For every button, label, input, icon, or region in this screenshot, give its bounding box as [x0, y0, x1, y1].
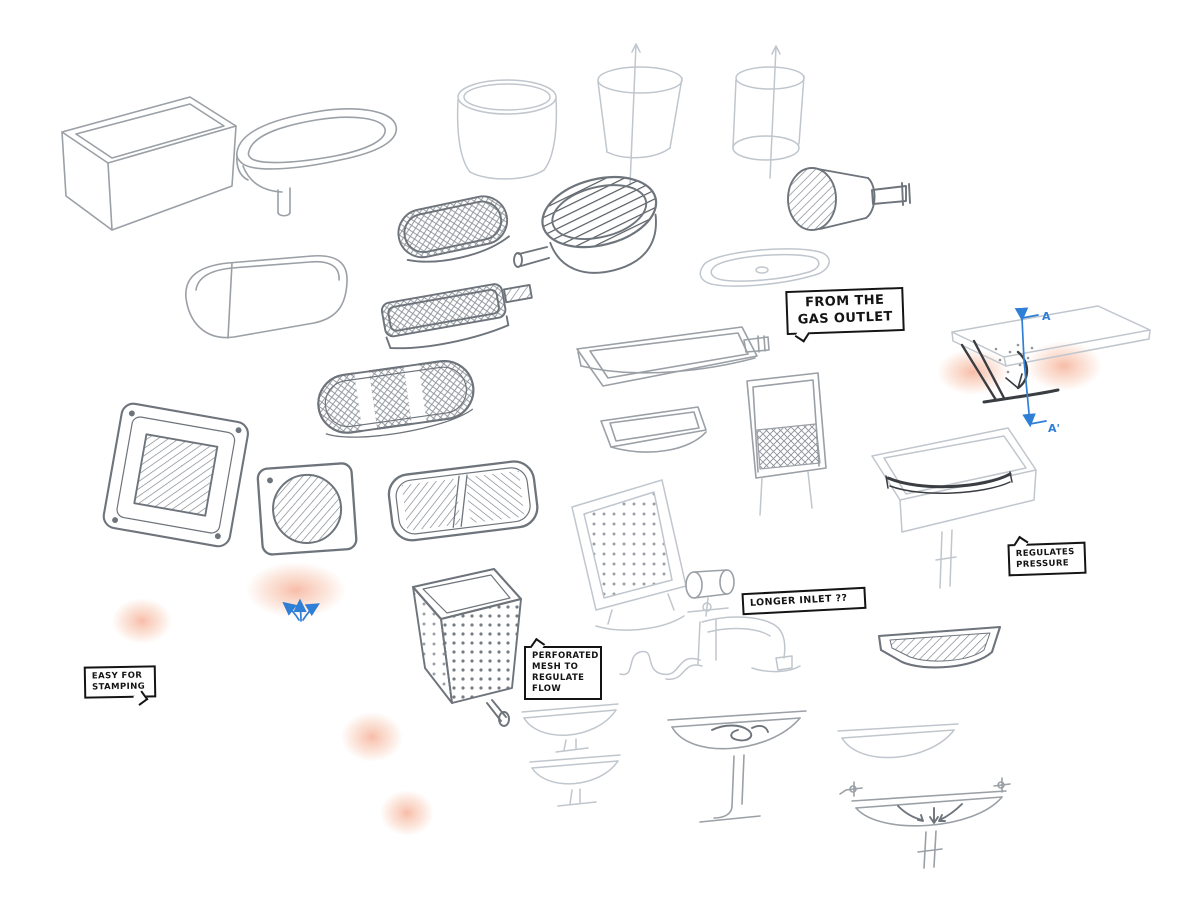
- sketch-oval-mesh-tray: [314, 355, 478, 443]
- callout-perforated-mesh-label: PERFORATED MESH TO REGULATE FLOW: [532, 651, 599, 695]
- sketch-bowl-right: [838, 724, 958, 758]
- sketch-mesh-basin-right: [879, 627, 1000, 667]
- sketch-cylinder-pipe: [788, 168, 910, 230]
- sketch-circle-mesh-panel: [257, 463, 357, 555]
- sketch-table-section: A A': [952, 306, 1150, 435]
- callout-regulates-pressure-label: REGULATES PRESSURE: [1015, 547, 1075, 571]
- section-marker-top: A: [1042, 310, 1051, 323]
- sketch-tapered-cup: [598, 44, 682, 185]
- section-marker-bottom: A': [1048, 422, 1060, 435]
- sketch-rect-tray: [62, 97, 236, 230]
- sketch-square-mesh-panel: [102, 402, 250, 548]
- callout-gas-outlet-label: FROM THE GAS OUTLET: [797, 292, 894, 328]
- sketch-cylinder-axis: [733, 46, 804, 178]
- sketch-vertical-container-mesh: [747, 373, 826, 515]
- sketch-rounded-basin-drain: [237, 109, 397, 216]
- section-line: [1014, 307, 1046, 428]
- gas-sprout-arrows: [282, 598, 320, 621]
- sketch-mesh-basket-oval: [394, 192, 513, 269]
- sketch-cylinder-cup: [458, 80, 557, 179]
- sketch-panel-stand: [572, 480, 686, 630]
- callout-longer-inlet-label: LONGER INLET ??: [749, 592, 848, 609]
- sketch-valve-basin: [840, 778, 1010, 868]
- callout-regulates-pressure: REGULATES PRESSURE: [1007, 535, 1087, 577]
- sketch-striped-cup-handle: [514, 166, 670, 284]
- sketch-pressure-box: [872, 428, 1036, 588]
- sketch-dual-mesh-plate: [387, 459, 540, 542]
- sketch-perforated-box: [413, 569, 521, 726]
- highlight-blobs: [112, 341, 1102, 836]
- sketch-stacked-bowls: [522, 704, 620, 806]
- sketch-swirl-bowl: [668, 711, 806, 822]
- sketch-rounded-container: [186, 256, 347, 338]
- callout-gas-outlet: FROM THE GAS OUTLET: [785, 286, 905, 343]
- sketch-mesh-tray-handle: [381, 278, 537, 353]
- callout-perforated-mesh: PERFORATED MESH TO REGULATE FLOW: [524, 637, 602, 701]
- sketch-faucet-hose: [620, 598, 800, 679]
- sketch-trapezoid-basin-small: [601, 407, 706, 452]
- callout-easy-stamping: EASY FOR STAMPING: [83, 665, 157, 706]
- sketch-trapezoid-basin-fitting: [577, 327, 769, 386]
- callout-easy-stamping-label: EASY FOR STAMPING: [91, 670, 146, 693]
- sketch-basin-faint: [700, 249, 829, 286]
- sketch-small-cylinder: [686, 570, 734, 598]
